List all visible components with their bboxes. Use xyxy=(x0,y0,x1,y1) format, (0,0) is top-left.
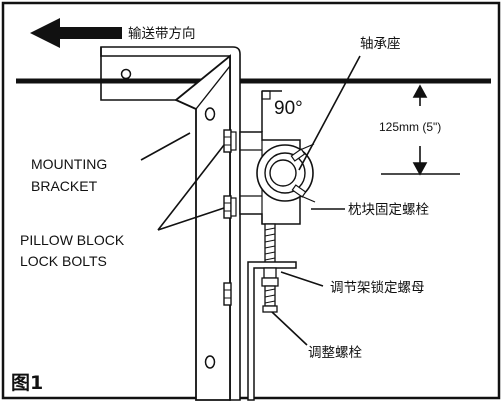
bearing-seat-label: 轴承座 xyxy=(360,36,401,52)
pillow-block-label-2: LOCK BOLTS xyxy=(20,253,107,269)
conveyor-direction-label: 输送带方向 xyxy=(128,26,196,42)
dimension-label: 125mm (5") xyxy=(379,120,441,134)
angle-label: 90° xyxy=(274,98,303,119)
pillow-block xyxy=(239,131,316,225)
pillow-block-label-1: PILLOW BLOCK xyxy=(20,232,125,248)
mounting-bracket-label-1: MOUNTING xyxy=(31,156,107,172)
adjust-frame-lock-nut-label: 调节架锁定螺母 xyxy=(330,280,425,296)
lock-bolt-lower xyxy=(223,195,237,219)
figure-number: 图1 xyxy=(11,372,43,394)
lock-bolt-bottom xyxy=(223,282,232,306)
dimension-marker xyxy=(381,84,460,176)
leader-lines xyxy=(140,55,361,346)
lock-bolt-upper xyxy=(223,129,237,153)
right-angle-mark xyxy=(261,90,282,132)
adjust-bolt-label: 调整螺栓 xyxy=(308,345,362,361)
mounting-bracket xyxy=(174,54,231,401)
mounting-bracket-label-2: BRACKET xyxy=(31,178,98,194)
adjust-bolt xyxy=(247,223,297,401)
arrow-left-icon xyxy=(30,18,122,48)
pillow-block-fix-bolt-label: 枕块固定螺栓 xyxy=(348,202,429,218)
